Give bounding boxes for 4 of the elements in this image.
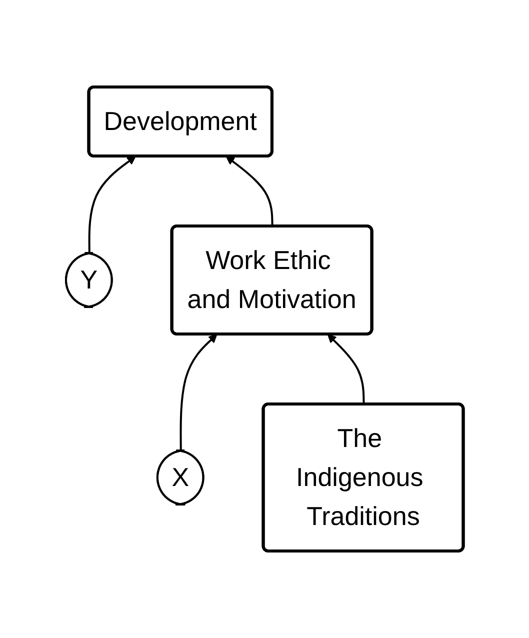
arrow [88, 156, 136, 254]
arrow [327, 334, 365, 404]
arrow [226, 156, 274, 227]
arrow [180, 334, 218, 451]
